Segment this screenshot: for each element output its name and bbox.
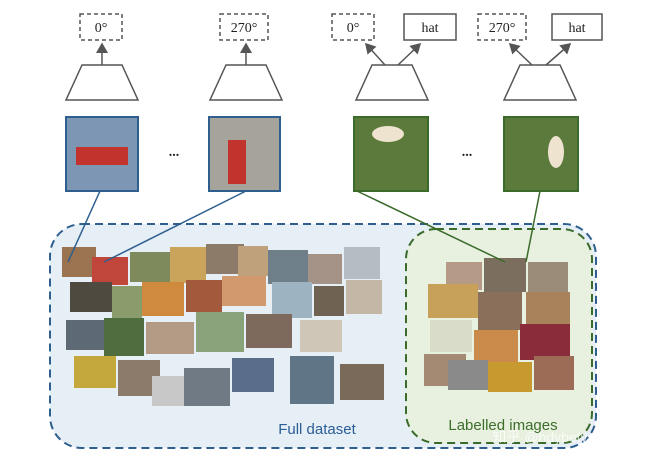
rotation-label-3: 0° [347, 21, 360, 36]
network-block-1 [64, 64, 140, 101]
labelled-images-collage [424, 258, 574, 392]
network-block-2 [208, 64, 284, 101]
output-box-rotation-2 [219, 13, 269, 41]
arrow-3b [397, 42, 422, 66]
output-box-rotation-3 [331, 13, 375, 41]
full-dataset-label: Full dataset [278, 421, 356, 438]
network-block-4 [502, 64, 578, 101]
arrow-4a [508, 42, 533, 66]
rotation-label-2: 270° [231, 21, 258, 36]
connector-tram-rotated-full [103, 190, 247, 263]
rotation-label-4: 270° [489, 21, 516, 36]
right-ellipsis: ... [462, 145, 473, 160]
labelled-images-label: Labelled images [448, 417, 557, 434]
hat-shape-rotated [548, 136, 564, 168]
output-box-rotation-1 [79, 13, 123, 41]
class-label-4: hat [568, 21, 585, 36]
hat-shape [372, 126, 404, 142]
output-box-class-4 [551, 13, 603, 41]
rotation-label-1: 0° [95, 21, 108, 36]
arrow-3a [364, 42, 386, 66]
connector-hat-labelled [356, 190, 506, 263]
tram-body-rotated [228, 140, 246, 184]
class-label-3: hat [421, 21, 438, 36]
tram-body [76, 147, 128, 165]
connector-tram-full [67, 190, 101, 263]
full-dataset-collage [62, 244, 384, 406]
network-block-3 [354, 64, 430, 101]
left-ellipsis: ... [169, 145, 180, 160]
arrow-4b [545, 43, 572, 66]
output-box-rotation-4 [477, 13, 527, 41]
watermark: 知乎 @hdybety [492, 429, 587, 445]
connector-hat-rotated-labelled [525, 190, 541, 263]
example-image-hat-rotated [503, 116, 579, 192]
output-box-class-3 [403, 13, 457, 41]
